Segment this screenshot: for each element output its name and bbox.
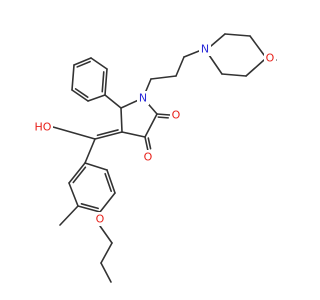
bond-cexo-oh bbox=[52, 126, 96, 140]
bond-phenyl-2 bbox=[73, 57, 92, 66]
bond-morph-1 bbox=[210, 33, 226, 47]
ether-oxygen-label: O bbox=[96, 213, 105, 226]
ether-oxygen-bg bbox=[94, 212, 106, 226]
bond-c4-cexo bbox=[94, 131, 123, 140]
bond-phenyl-1 bbox=[90, 57, 108, 70]
ring-nitrogen-label: N bbox=[139, 92, 147, 105]
hydroxyl-label-bg bbox=[33, 120, 53, 134]
ketone-oxygen-1-label: O bbox=[172, 109, 181, 122]
bond-morph-6 bbox=[208, 54, 223, 75]
bond-aryl-methyl bbox=[59, 205, 79, 226]
bond-phenyl-3 bbox=[71, 64, 75, 91]
bond-aryl-5-inner bbox=[72, 166, 87, 184]
bond-aryl-1-inner bbox=[104, 172, 113, 193]
bond-cexo-aryl bbox=[84, 138, 96, 164]
bond-aryl-3 bbox=[77, 205, 101, 213]
ring-nitrogen-bg bbox=[137, 91, 149, 105]
molecule-structure: HO O O N N O O bbox=[33, 33, 277, 283]
ketone-oxygen-2-bg bbox=[142, 150, 154, 164]
morpholine-nitrogen-label: N bbox=[201, 43, 209, 56]
bond-c5-phenyl bbox=[104, 94, 122, 109]
bond-c2-o bbox=[156, 113, 171, 116]
bond-ch2-ch3 bbox=[100, 262, 112, 283]
morpholine-oxygen-bg bbox=[264, 51, 276, 65]
bond-c2-o-inner bbox=[157, 116, 170, 119]
bond-ch2-1-2 bbox=[150, 75, 177, 80]
bond-ch2-2-3 bbox=[175, 56, 185, 77]
bond-ch2-ch2 bbox=[100, 242, 113, 264]
bond-c3-o bbox=[144, 136, 149, 152]
bond-aryl-0 bbox=[84, 162, 108, 171]
bond-aryl-2 bbox=[99, 192, 116, 213]
bond-phenyl-5 bbox=[87, 94, 106, 102]
bond-lines bbox=[52, 33, 277, 283]
bond-phenyl-4-inner bbox=[74, 88, 89, 99]
bond-morph-4 bbox=[245, 59, 265, 77]
bond-phenyl-2-inner bbox=[76, 60, 91, 68]
morpholine-oxygen-label: O bbox=[266, 52, 275, 65]
bond-ch2-3-n bbox=[183, 50, 200, 58]
ketone-oxygen-1-bg bbox=[170, 108, 182, 122]
bond-c4-cexo-inner bbox=[96, 129, 119, 137]
bond-aryl-4 bbox=[68, 182, 79, 207]
bond-morph-5 bbox=[221, 73, 247, 77]
atom-labels: HO O O N N O O bbox=[33, 42, 276, 226]
morpholine-nitrogen-bg bbox=[199, 42, 211, 56]
bond-c5-c4 bbox=[120, 107, 123, 133]
bond-c3-o-inner bbox=[147, 137, 152, 150]
bond-c3-c2 bbox=[144, 113, 158, 138]
bond-aryl-3-inner bbox=[80, 203, 99, 210]
bond-morph-2 bbox=[224, 33, 251, 37]
bond-aryl-1 bbox=[106, 169, 116, 194]
bond-phenyl-0-inner bbox=[101, 71, 105, 93]
bond-aryl-5 bbox=[68, 162, 86, 184]
bond-morph-3 bbox=[249, 35, 265, 56]
ketone-oxygen-2-label: O bbox=[144, 151, 153, 164]
bond-phenyl-0 bbox=[104, 68, 108, 96]
bond-phenyl-4 bbox=[71, 89, 89, 102]
bond-o-ch2 bbox=[99, 225, 113, 244]
bond-c4-c3 bbox=[121, 131, 146, 138]
hydroxyl-label: HO bbox=[35, 121, 52, 134]
